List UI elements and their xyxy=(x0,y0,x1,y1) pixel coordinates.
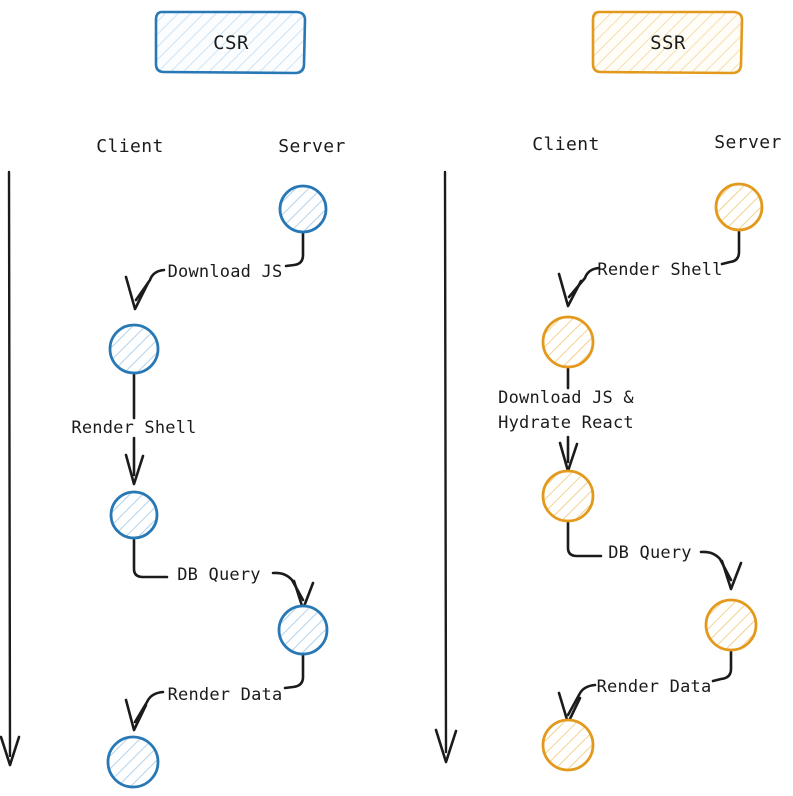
csr-edge-db-query: DB Query xyxy=(132,538,315,611)
csr-edge-render-shell: Render Shell xyxy=(71,370,196,486)
csr-edge-label-db-query: DB Query xyxy=(177,565,260,585)
csr-title-box-shape xyxy=(154,10,307,75)
ssr-edge-render-shell: Render Shell xyxy=(557,227,741,308)
time-axis-csr xyxy=(0,170,21,767)
csr-edge-label-render-shell: Render Shell xyxy=(71,418,196,438)
csr-lane-label-client: Client xyxy=(96,136,163,157)
ssr-node-server-1[interactable] xyxy=(714,182,764,232)
csr-node-server-1[interactable] xyxy=(278,184,328,234)
ssr-edge-db-query: DB Query xyxy=(566,519,743,591)
ssr-edge-download-hydrate: Download JS & Hydrate React xyxy=(498,364,634,473)
ssr-node-client-1[interactable] xyxy=(541,315,595,369)
csr-edge-download-js: Download JS xyxy=(124,231,305,311)
ssr-edge-label-db-query: DB Query xyxy=(608,543,691,563)
csr-edge-label-render-data: Render Data xyxy=(168,685,283,705)
ssr-lane-label-server: Server xyxy=(714,132,781,153)
csr-node-server-2[interactable] xyxy=(277,604,329,656)
ssr-edge-label-render-data: Render Data xyxy=(597,677,712,697)
csr-title-box[interactable]: CSR xyxy=(154,10,307,75)
ssr-edge-label-hydrate-react: Hydrate React xyxy=(498,413,634,433)
csr-node-client-3[interactable] xyxy=(106,735,160,789)
ssr-lane-label-client: Client xyxy=(532,134,599,155)
ssr-edge-label-render-shell: Render Shell xyxy=(597,260,722,280)
ssr-edge-render-data: Render Data xyxy=(557,648,733,725)
ssr-node-client-3[interactable] xyxy=(541,718,595,772)
ssr-title-box-shape xyxy=(591,10,744,75)
ssr-title-label: SSR xyxy=(650,32,686,54)
ssr-title-box[interactable]: SSR xyxy=(591,10,744,75)
ssr-edge-label-download-js: Download JS & xyxy=(498,388,634,408)
csr-title-label: CSR xyxy=(213,32,249,54)
csr-lane-label-server: Server xyxy=(278,136,345,157)
csr-node-client-1[interactable] xyxy=(108,323,160,375)
ssr-node-client-2[interactable] xyxy=(541,469,595,523)
csr-edge-label-download-js: Download JS xyxy=(168,262,283,282)
time-axis-ssr xyxy=(434,170,458,764)
csr-node-client-2[interactable] xyxy=(109,490,159,540)
csr-edge-render-data: Render Data xyxy=(124,652,305,732)
ssr-node-server-2[interactable] xyxy=(704,598,758,652)
